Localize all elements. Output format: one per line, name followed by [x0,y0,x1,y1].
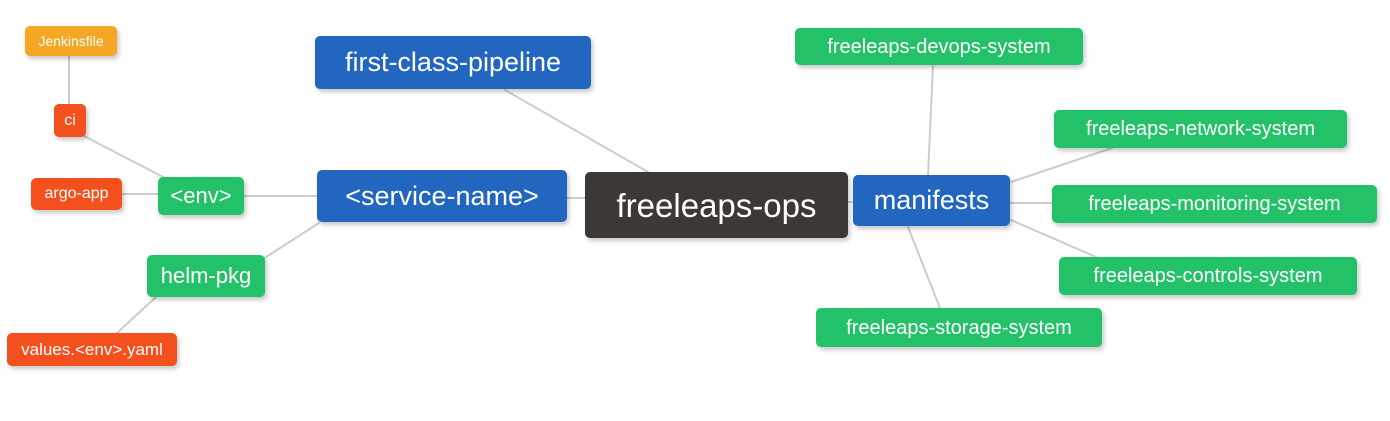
edge-ci-env [83,135,166,179]
node-ci[interactable]: ci [54,104,86,137]
node-service-name[interactable]: <service-name> [317,170,567,222]
node-jenkinsfile[interactable]: Jenkinsfile [25,26,117,56]
node-values-env-yaml[interactable]: values.<env>.yaml [7,333,177,366]
edge-helm-pkg-service-name [262,222,320,260]
edge-values-helm-pkg [116,295,158,334]
node-storage-system[interactable]: freeleaps-storage-system [816,308,1102,347]
node-env[interactable]: <env> [158,177,244,215]
node-argo-app[interactable]: argo-app [31,178,122,210]
node-monitoring-system[interactable]: freeleaps-monitoring-system [1052,185,1377,223]
edge-manifests-controls [1010,219,1097,258]
node-controls-system[interactable]: freeleaps-controls-system [1059,257,1357,295]
edge-manifests-devops [927,64,934,176]
node-devops-system[interactable]: freeleaps-devops-system [795,28,1083,65]
edge-pipeline-ops [504,89,649,173]
edge-manifests-storage [907,226,941,309]
node-helm-pkg[interactable]: helm-pkg [147,255,265,297]
node-network-system[interactable]: freeleaps-network-system [1054,110,1347,148]
node-freeleaps-ops-root[interactable]: freeleaps-ops [585,172,848,238]
node-manifests[interactable]: manifests [853,175,1010,226]
node-first-class-pipeline[interactable]: first-class-pipeline [315,36,591,89]
edge-manifests-network [1010,147,1113,183]
